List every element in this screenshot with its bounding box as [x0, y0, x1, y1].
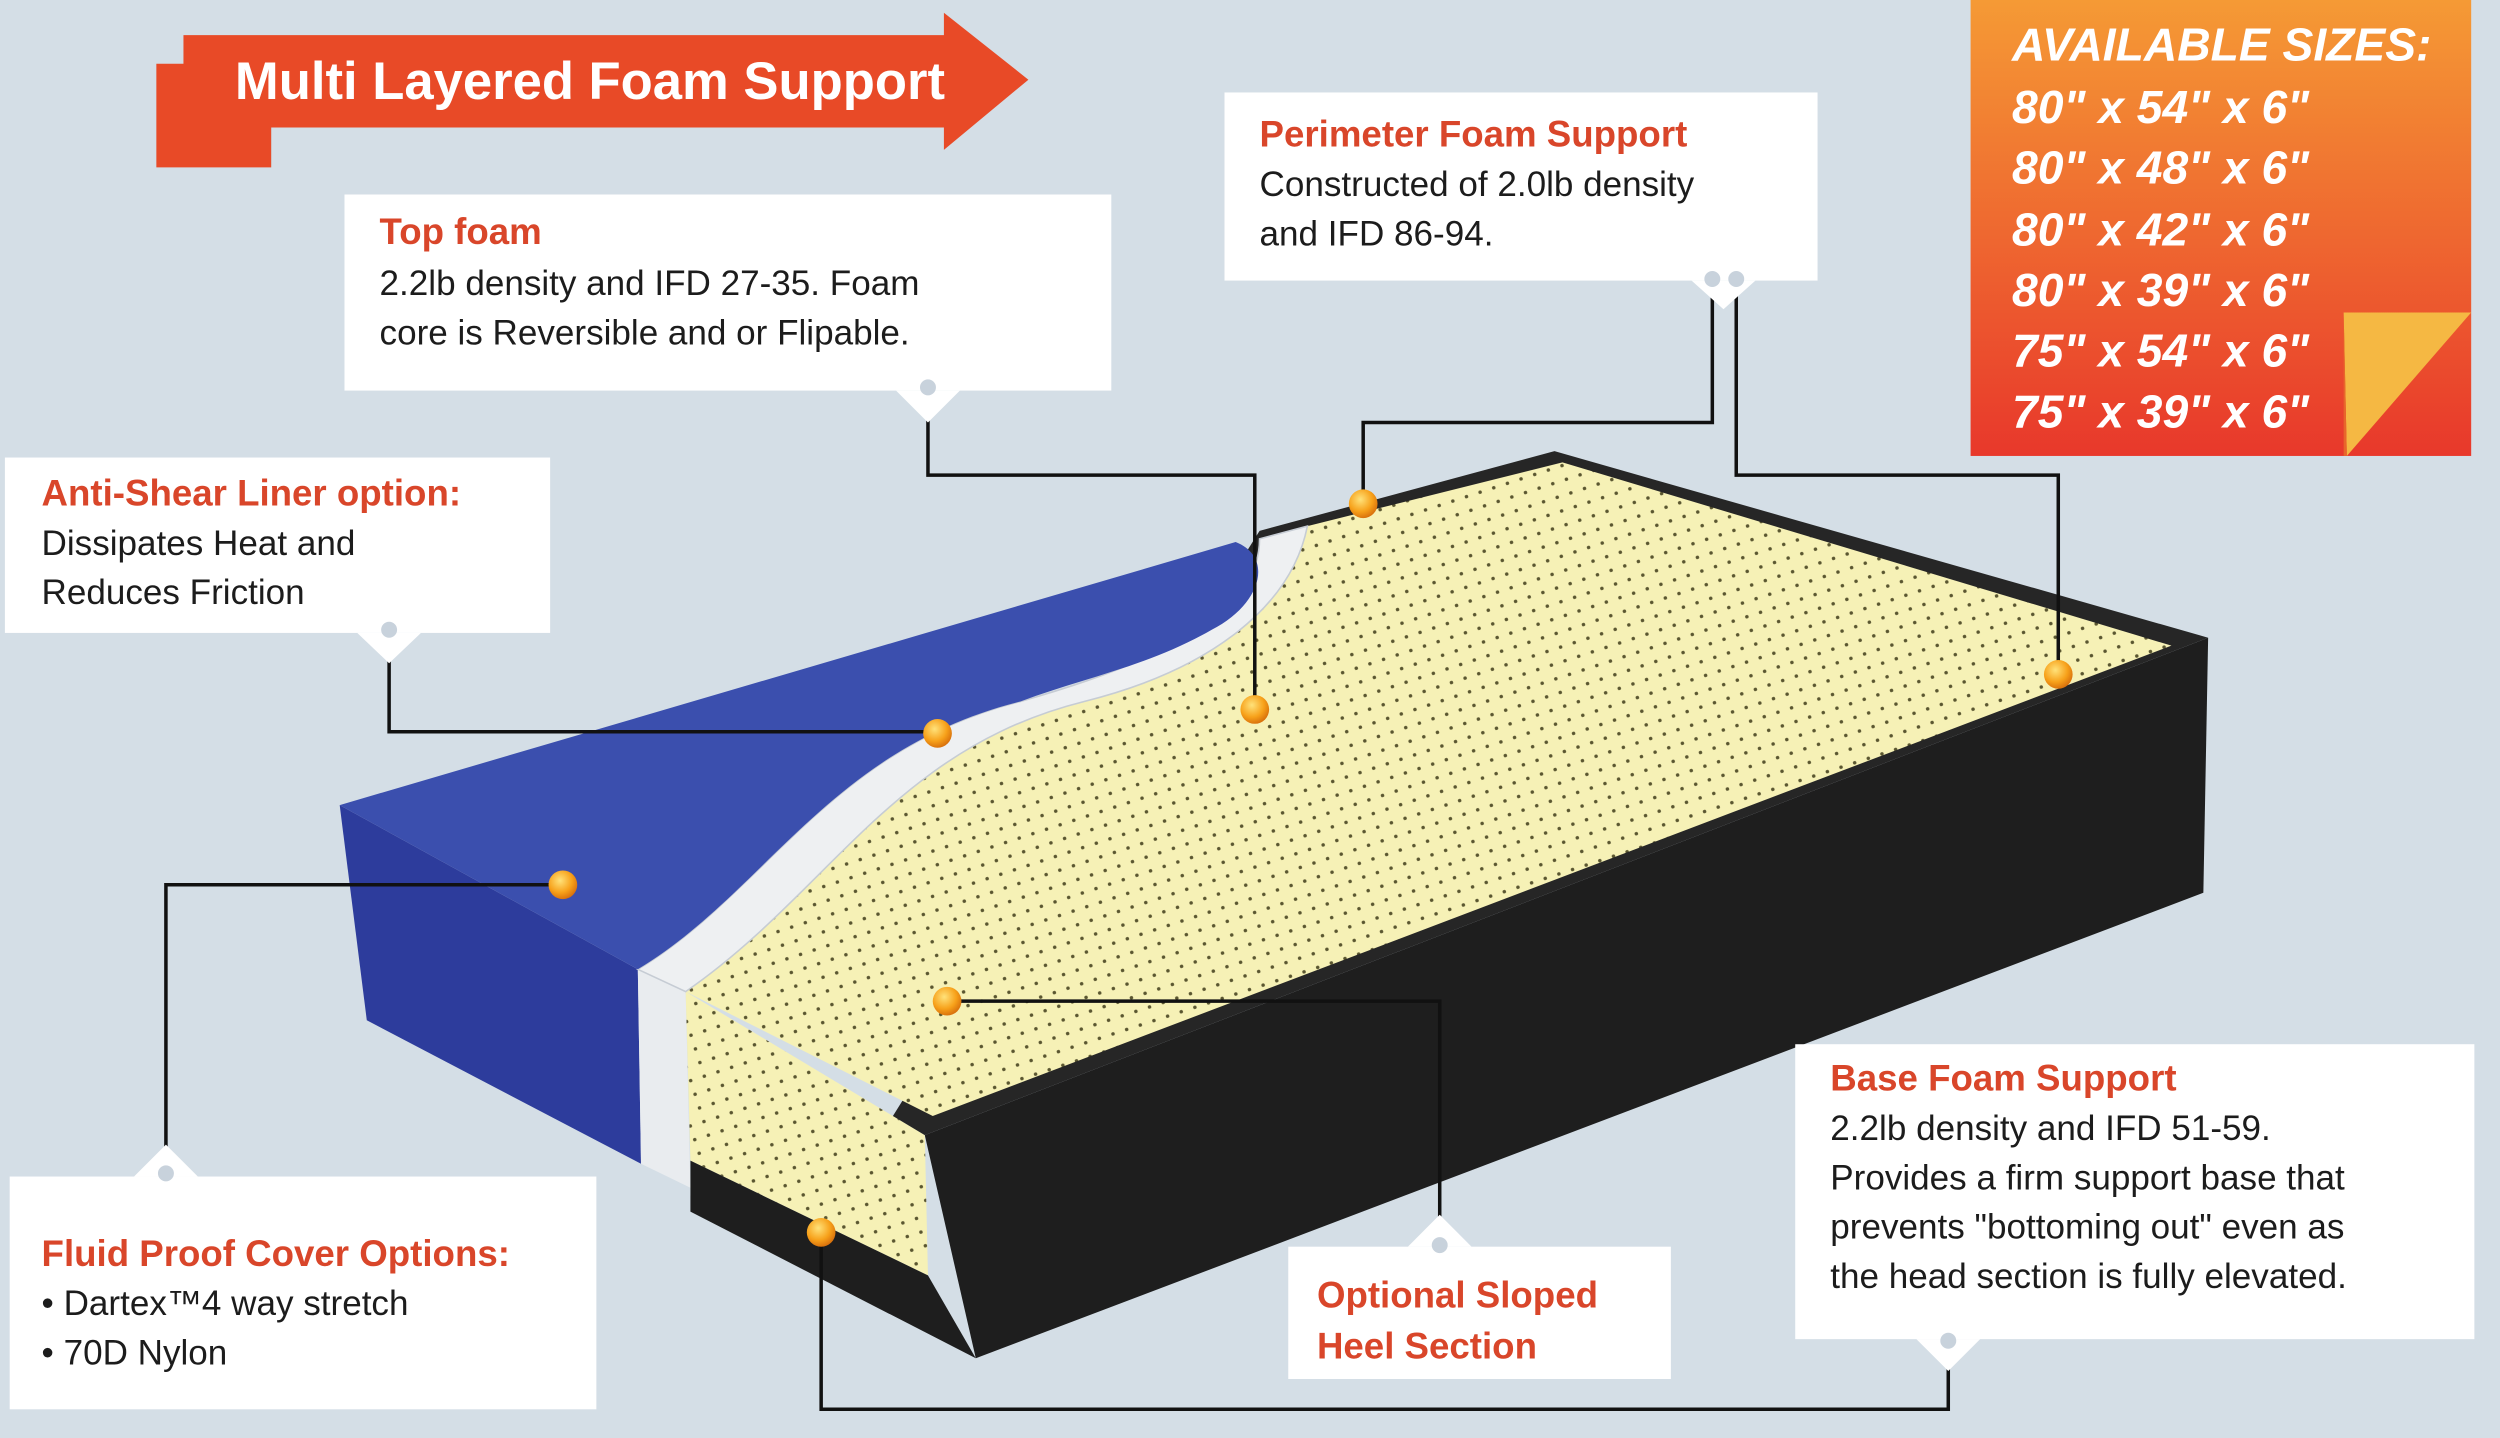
callout-line: the head section is fully elevated.	[1830, 1257, 2347, 1296]
marker-perimeter-side	[2043, 660, 2073, 689]
callout-sloped-heel: Optional Sloped Heel Section	[1288, 1214, 1671, 1380]
size-item: 80" x 42" x 6"	[2012, 204, 2310, 256]
size-item: 80" x 39" x 6"	[2012, 264, 2310, 316]
marker-anti-shear	[923, 719, 952, 748]
callout-line: • 70D Nylon	[42, 1334, 228, 1373]
size-item: 75" x 39" x 6"	[2012, 385, 2310, 437]
callout-line: Dissipates Heat and	[42, 524, 356, 563]
top-foam-surface	[685, 462, 2172, 1116]
size-item: 80" x 48" x 6"	[2012, 141, 2310, 193]
cover-end-face	[339, 805, 642, 1164]
size-item: 80" x 54" x 6"	[2012, 81, 2310, 133]
page-curl	[2343, 312, 2472, 456]
size-item: 75" x 54" x 6"	[2012, 325, 2310, 377]
markers	[548, 489, 2073, 1247]
callout-title: Fluid Proof Cover Options:	[42, 1233, 510, 1274]
marker-top-foam	[1240, 695, 1270, 724]
callout-perimeter: Perimeter Foam Support Constructed of 2.…	[1224, 92, 1818, 310]
callout-fluid-proof: Fluid Proof Cover Options: • Dartex™4 wa…	[9, 1144, 597, 1410]
banner-title: Multi Layered Foam Support	[235, 52, 945, 111]
base-end-face	[690, 1160, 976, 1359]
callout-title: Top foam	[380, 211, 542, 252]
banner: Multi Layered Foam Support	[156, 12, 1029, 168]
callout-line: • Dartex™4 way stretch	[42, 1284, 409, 1323]
callout-title: Base Foam Support	[1830, 1057, 2176, 1098]
callout-title: Optional Sloped	[1317, 1274, 1598, 1315]
callout-top-foam: Top foam 2.2lb density and IFD 27-35. Fo…	[344, 194, 1112, 423]
callout-line: prevents "bottoming out" even as	[1830, 1208, 2344, 1247]
liner-end-face	[637, 969, 691, 1188]
callout-line: and IFD 86-94.	[1260, 215, 1494, 254]
callout-base-foam: Base Foam Support 2.2lb density and IFD …	[1795, 1044, 2475, 1372]
callout-line: 2.2lb density and IFD 27-35. Foam	[380, 264, 920, 303]
callout-title: Perimeter Foam Support	[1260, 114, 1688, 155]
cover-surface	[339, 542, 1259, 970]
callout-line: 2.2lb density and IFD 51-59.	[1830, 1109, 2271, 1148]
available-sizes-box: AVAILABLE SIZES: 80" x 54" x 6" 80" x 48…	[1970, 0, 2472, 456]
banner-arrow	[156, 12, 1029, 168]
callout-line: Constructed of 2.0lb density	[1260, 165, 1695, 204]
top-foam-end-face	[685, 991, 928, 1276]
callout-anti-shear: Anti-Shear Liner option: Dissipates Heat…	[4, 457, 551, 664]
callout-title: Anti-Shear Liner option:	[42, 472, 462, 513]
marker-sloped-heel	[932, 986, 962, 1016]
mattress-side-black	[924, 637, 2209, 1359]
marker-base	[806, 1217, 836, 1247]
marker-cover	[548, 870, 578, 900]
callout-line: Provides a firm support base that	[1830, 1158, 2345, 1197]
mattress	[339, 451, 2209, 1359]
callout-line: Reduces Friction	[42, 573, 305, 612]
leader-lines	[164, 280, 2061, 1412]
callout-title: Heel Section	[1317, 1325, 1537, 1366]
marker-perimeter	[1348, 489, 1378, 519]
sizes-heading: AVAILABLE SIZES:	[2011, 19, 2431, 71]
callout-line: core is Reversible and or Flipable.	[380, 313, 910, 352]
